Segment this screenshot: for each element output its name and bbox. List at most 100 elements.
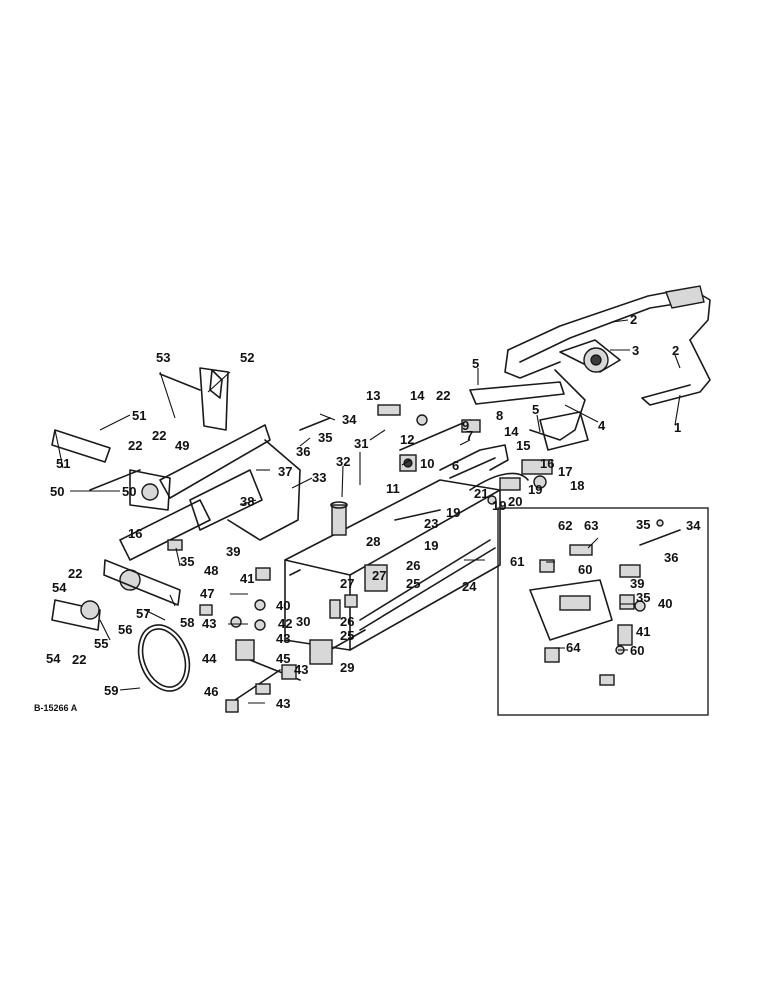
callout-part-52: 52 <box>240 350 254 365</box>
callout-part-60: 60 <box>630 643 644 658</box>
callout-part-64: 64 <box>566 640 581 655</box>
callout-part-16: 16 <box>540 456 554 471</box>
callout-part-25: 25 <box>340 628 354 643</box>
callout-part-12: 12 <box>400 432 414 447</box>
callout-part-60: 60 <box>578 562 592 577</box>
callout-part-40: 40 <box>276 598 290 613</box>
callout-part-22: 22 <box>436 388 450 403</box>
callout-part-33: 33 <box>312 470 326 485</box>
callout-part-26: 26 <box>406 558 420 573</box>
callout-part-43: 43 <box>276 631 290 646</box>
callout-part-28: 28 <box>366 534 380 549</box>
part-callouts: 1 2 2 3 4 5 5 6 7 8 9 10 11 12 13 14 14 … <box>46 312 701 711</box>
callout-part-13: 13 <box>366 388 380 403</box>
callout-part-61: 61 <box>510 554 524 569</box>
callout-part-41: 41 <box>240 571 254 586</box>
callout-part-39: 39 <box>226 544 240 559</box>
hydraulic-lines <box>137 417 529 701</box>
callout-part-5: 5 <box>532 402 539 417</box>
callout-part-3: 3 <box>632 343 639 358</box>
callout-part-22: 22 <box>128 438 142 453</box>
callout-part-57: 57 <box>136 606 150 621</box>
callout-part-44: 44 <box>202 651 217 666</box>
callout-part-32: 32 <box>336 454 350 469</box>
callout-part-62: 62 <box>558 518 572 533</box>
callout-part-14: 14 <box>410 388 425 403</box>
callout-part-16: 16 <box>128 526 142 541</box>
callout-part-22: 22 <box>68 566 82 581</box>
callout-part-54: 54 <box>52 580 67 595</box>
callout-part-23: 23 <box>424 516 438 531</box>
callout-part-24: 24 <box>462 579 477 594</box>
callout-part-14: 14 <box>504 424 519 439</box>
callout-part-35: 35 <box>318 430 332 445</box>
callout-part-42: 42 <box>278 616 292 631</box>
callout-part-5: 5 <box>472 356 479 371</box>
callout-part-26: 26 <box>340 614 354 629</box>
callout-part-43: 43 <box>294 662 308 677</box>
callout-part-34: 34 <box>686 518 701 533</box>
callout-part-20: 20 <box>508 494 522 509</box>
callout-part-56: 56 <box>118 622 132 637</box>
callout-part-63: 63 <box>584 518 598 533</box>
callout-part-50: 50 <box>50 484 64 499</box>
callout-part-36: 36 <box>296 444 310 459</box>
callout-part-55: 55 <box>94 636 108 651</box>
callout-part-4: 4 <box>598 418 606 433</box>
left-frame-plate <box>119 424 301 561</box>
drawing-reference: B-15266 A <box>34 703 78 713</box>
callout-part-53: 53 <box>156 350 170 365</box>
callout-part-19: 19 <box>528 482 542 497</box>
callout-part-54: 54 <box>46 651 61 666</box>
callout-part-11: 11 <box>386 481 400 496</box>
callout-part-19: 19 <box>446 505 460 520</box>
callout-part-30: 30 <box>296 614 310 629</box>
callout-part-34: 34 <box>342 412 357 427</box>
callout-part-22: 22 <box>152 428 166 443</box>
callout-part-36: 36 <box>664 550 678 565</box>
callout-part-8: 8 <box>496 408 503 423</box>
callout-part-22: 22 <box>72 652 86 667</box>
callout-part-58: 58 <box>180 615 194 630</box>
detail-inset <box>497 507 709 716</box>
callout-part-51: 51 <box>56 456 70 471</box>
callout-part-1: 1 <box>674 420 681 435</box>
callout-part-41: 41 <box>636 624 650 639</box>
callout-part-48: 48 <box>204 563 218 578</box>
callout-part-17: 17 <box>558 464 572 479</box>
callout-part-43: 43 <box>202 616 216 631</box>
callout-part-49: 49 <box>175 438 189 453</box>
callout-part-39: 39 <box>630 576 644 591</box>
left-mount-assembly <box>51 367 229 631</box>
main-frame <box>469 285 711 451</box>
callout-part-47: 47 <box>200 586 214 601</box>
callout-part-9: 9 <box>462 418 469 433</box>
callout-part-10: 10 <box>420 456 434 471</box>
callout-part-43: 43 <box>276 696 290 711</box>
callout-part-51: 51 <box>132 408 146 423</box>
callout-part-7: 7 <box>466 428 473 443</box>
inset-frame <box>497 507 709 716</box>
callout-part-31: 31 <box>354 436 368 451</box>
callout-part-2: 2 <box>630 312 637 327</box>
valves-and-fittings <box>167 369 553 713</box>
callout-part-46: 46 <box>204 684 218 699</box>
callout-part-40: 40 <box>658 596 672 611</box>
callout-part-45: 45 <box>276 651 290 666</box>
callout-part-35: 35 <box>636 517 650 532</box>
callout-part-35: 35 <box>636 590 650 605</box>
callout-part-21: 21 <box>474 486 488 501</box>
callout-part-15: 15 <box>516 438 530 453</box>
callout-part-6: 6 <box>452 458 459 473</box>
callout-part-19: 19 <box>424 538 438 553</box>
callout-part-27: 27 <box>372 568 386 583</box>
callout-part-50: 50 <box>122 484 136 499</box>
callout-part-2: 2 <box>672 343 679 358</box>
callout-part-29: 29 <box>340 660 354 675</box>
callout-part-18: 18 <box>570 478 584 493</box>
callout-part-19: 19 <box>492 498 506 513</box>
callout-part-38: 38 <box>240 494 254 509</box>
callout-part-35: 35 <box>180 554 194 569</box>
